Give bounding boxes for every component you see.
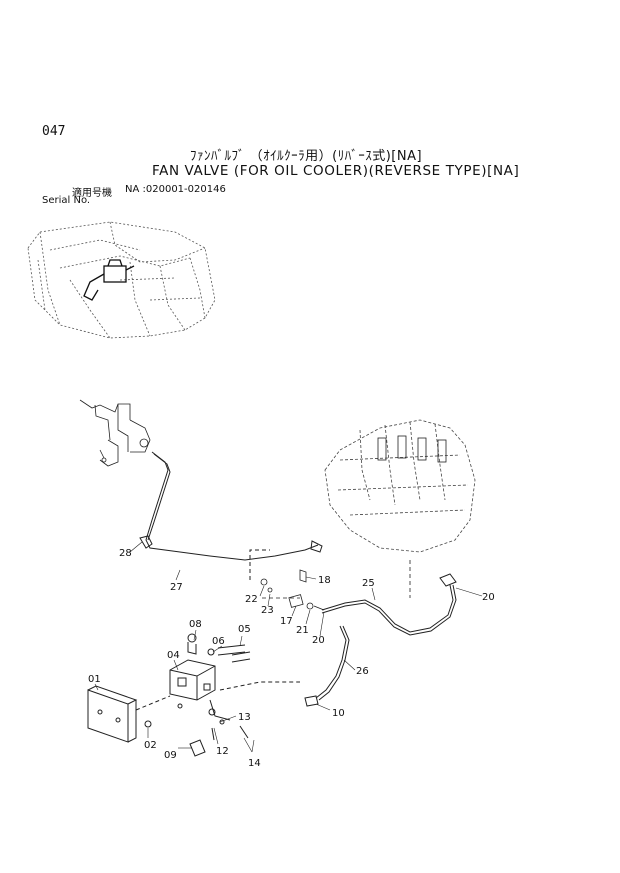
control-valve-spools xyxy=(377,435,447,598)
serial-range: NA :020001-020146 xyxy=(125,184,226,195)
callout-04: 04 xyxy=(167,650,180,661)
callout-27: 27 xyxy=(170,582,183,593)
upper-bracket-assembly xyxy=(79,399,151,467)
callout-18: 18 xyxy=(318,575,331,586)
page-number: 047 xyxy=(42,124,66,139)
callout-leaders xyxy=(94,541,483,753)
fan-valve-highlight xyxy=(83,259,135,301)
serial-label-english: Serial No. xyxy=(42,195,91,206)
title-english: FAN VALVE (FOR OIL COOLER)(REVERSE TYPE)… xyxy=(152,163,520,179)
fan-valve-block xyxy=(169,633,300,757)
callout-labels: 28 27 22 23 18 17 21 20 25 20 26 10 08 0… xyxy=(88,548,495,769)
callout-10: 10 xyxy=(332,708,345,719)
callout-20-lower: 20 xyxy=(312,635,325,646)
callout-14: 14 xyxy=(248,758,261,769)
callout-06: 06 xyxy=(212,636,225,647)
callout-02: 02 xyxy=(144,740,157,751)
callout-26: 26 xyxy=(356,666,369,677)
callout-25: 25 xyxy=(362,578,375,589)
callout-08: 08 xyxy=(189,619,202,630)
callout-01: 01 xyxy=(88,674,101,685)
callout-28: 28 xyxy=(119,548,132,559)
control-valve-illustration xyxy=(324,419,476,553)
fittings-17-23 xyxy=(260,569,325,611)
callout-22: 22 xyxy=(245,594,258,605)
callout-12: 12 xyxy=(216,746,229,757)
callout-21: 21 xyxy=(296,625,309,636)
callout-17: 17 xyxy=(280,616,293,627)
callout-05: 05 xyxy=(238,624,251,635)
machine-overview-illustration xyxy=(27,221,216,339)
mounting-bracket-01 xyxy=(87,685,171,743)
serial-label-japanese: 適用号機 xyxy=(72,188,112,199)
hose-26 xyxy=(304,625,350,707)
callout-09: 09 xyxy=(164,750,177,761)
callout-13: 13 xyxy=(238,712,251,723)
hose-27 xyxy=(139,451,323,580)
callout-23: 23 xyxy=(261,605,274,616)
hose-25 xyxy=(321,573,457,636)
callout-20-upper: 20 xyxy=(482,592,495,603)
title-japanese: ﾌｧﾝﾊﾞﾙﾌﾞ （ｵｲﾙｸｰﾗ用）(ﾘﾊﾞｰｽ式)[NA] xyxy=(190,149,423,164)
